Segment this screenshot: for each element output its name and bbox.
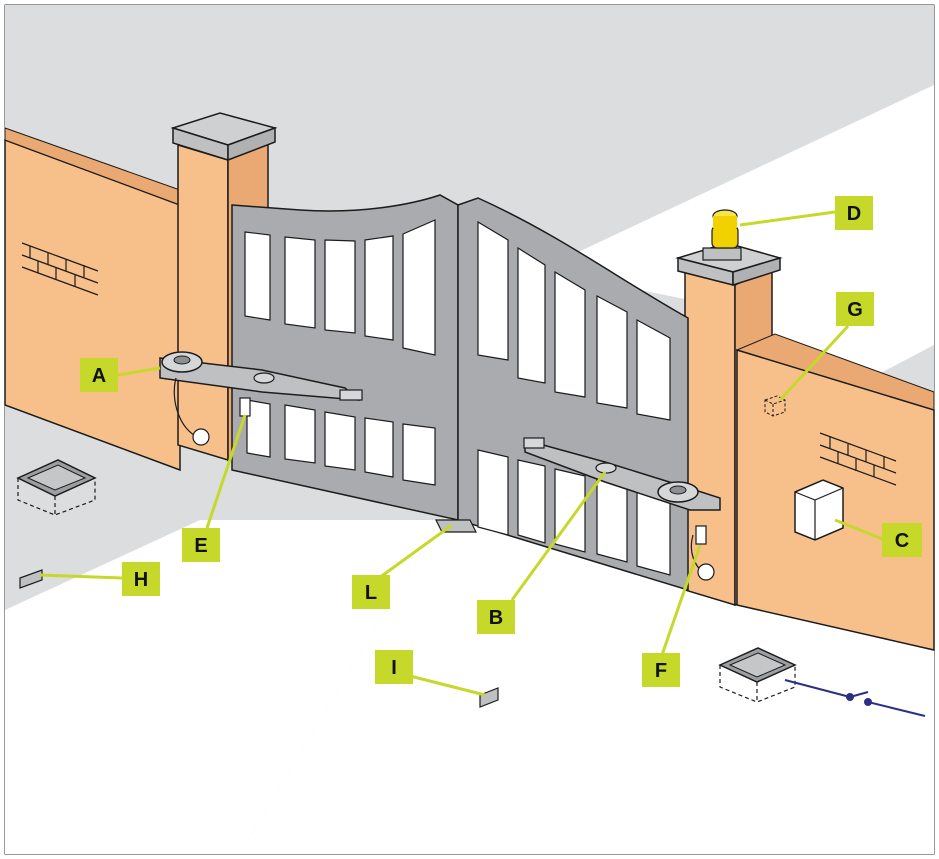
- junction-box-icon: [16, 459, 97, 516]
- gate-stop-l: [435, 519, 477, 533]
- svg-text:L: L: [365, 582, 377, 604]
- label-h: H: [122, 562, 160, 596]
- leader-lines: [39, 210, 886, 697]
- left-pillar-cap-side: [227, 126, 276, 162]
- svg-text:H: H: [134, 569, 148, 591]
- brick-pattern-icon: [21, 242, 99, 296]
- road-right-top: [540, 85, 934, 300]
- junction-box-icon: [764, 395, 786, 417]
- svg-text:F: F: [655, 660, 667, 682]
- label-d: D: [835, 196, 873, 230]
- svg-text:D: D: [847, 203, 861, 225]
- svg-text:I: I: [391, 657, 397, 679]
- svg-text:B: B: [489, 607, 503, 629]
- photocell-icon: [239, 397, 251, 417]
- label-g: G: [836, 292, 874, 326]
- gate-right-leaf: [457, 197, 689, 592]
- control-box-icon: [794, 479, 844, 541]
- label-c: C: [882, 523, 922, 557]
- photocell-icon: [479, 687, 499, 708]
- label-boxes: A B C D E F G H I L: [80, 196, 922, 687]
- label-b: B: [477, 600, 515, 634]
- label-i: I: [375, 650, 413, 684]
- label-f: F: [642, 653, 680, 687]
- label-a: A: [80, 358, 118, 392]
- label-l: L: [352, 575, 390, 609]
- right-pillar-cap-side: [732, 256, 781, 287]
- left-pillar-front: [177, 143, 229, 462]
- gate-left-leaf: [231, 194, 459, 521]
- junction-box-icon: [718, 647, 797, 703]
- svg-text:A: A: [92, 365, 106, 387]
- switch-icon: [784, 679, 926, 717]
- photocell-icon: [19, 569, 43, 589]
- photocell-icon: [695, 525, 707, 545]
- gearmotor-arm-a: [159, 351, 363, 446]
- svg-text:C: C: [895, 530, 909, 552]
- svg-text:G: G: [847, 299, 863, 321]
- svg-text:E: E: [194, 535, 207, 557]
- brick-pattern-icon: [819, 432, 897, 486]
- gearmotor-arm-b: [523, 437, 721, 581]
- road-left: [5, 520, 440, 854]
- label-e: E: [182, 528, 220, 562]
- flashing-lamp-icon: [702, 209, 742, 261]
